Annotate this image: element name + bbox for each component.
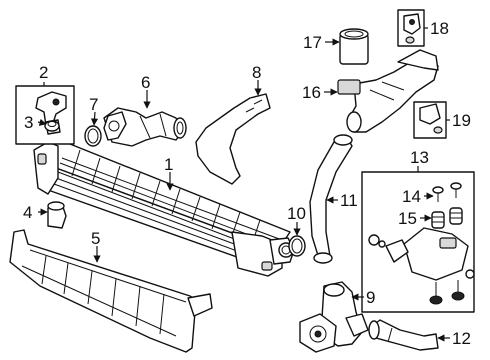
callout-9: 9 (366, 288, 375, 307)
bolt (429, 269, 475, 305)
callout-3: 3 (24, 113, 33, 132)
mount-insulator (47, 201, 67, 229)
inlet-hose (195, 93, 271, 185)
callout-11: 11 (340, 191, 358, 210)
spring (431, 207, 463, 229)
sensor-box-18 (397, 9, 425, 47)
air-deflector (9, 229, 213, 353)
callout-10: 10 (287, 204, 306, 223)
callout-18: 18 (430, 19, 449, 38)
leader-lines (37, 27, 450, 342)
coupler (339, 28, 369, 65)
intercooler (33, 139, 295, 277)
callout-7: 7 (89, 95, 98, 114)
callout-6: 6 (141, 73, 150, 92)
callout-15: 15 (398, 209, 417, 228)
screw (432, 182, 462, 202)
seal-ring (288, 235, 306, 257)
callout-16: 16 (302, 83, 321, 102)
outlet-hose (309, 134, 353, 264)
callout-13: 13 (410, 148, 429, 167)
callout-4: 4 (23, 203, 32, 222)
sensor-kit-box (361, 171, 475, 313)
callout-8: 8 (252, 63, 261, 82)
callout-14: 14 (402, 187, 421, 206)
callout-1: 1 (164, 155, 173, 174)
callout-12: 12 (452, 329, 471, 348)
lower-hose (368, 319, 439, 351)
callout-19: 19 (452, 111, 471, 130)
grommet (44, 120, 60, 132)
callout-17: 17 (303, 33, 322, 52)
callout-labels: 1 2 3 4 5 6 7 8 9 10 11 12 13 14 15 16 1… (23, 19, 471, 348)
callout-5: 5 (91, 229, 100, 248)
throttle-inlet (299, 281, 369, 353)
o-ring (84, 125, 102, 147)
sensor-box-19 (413, 101, 447, 139)
air-intake-duct (337, 49, 439, 133)
callout-2: 2 (39, 63, 48, 82)
inlet-pipe (103, 107, 187, 147)
